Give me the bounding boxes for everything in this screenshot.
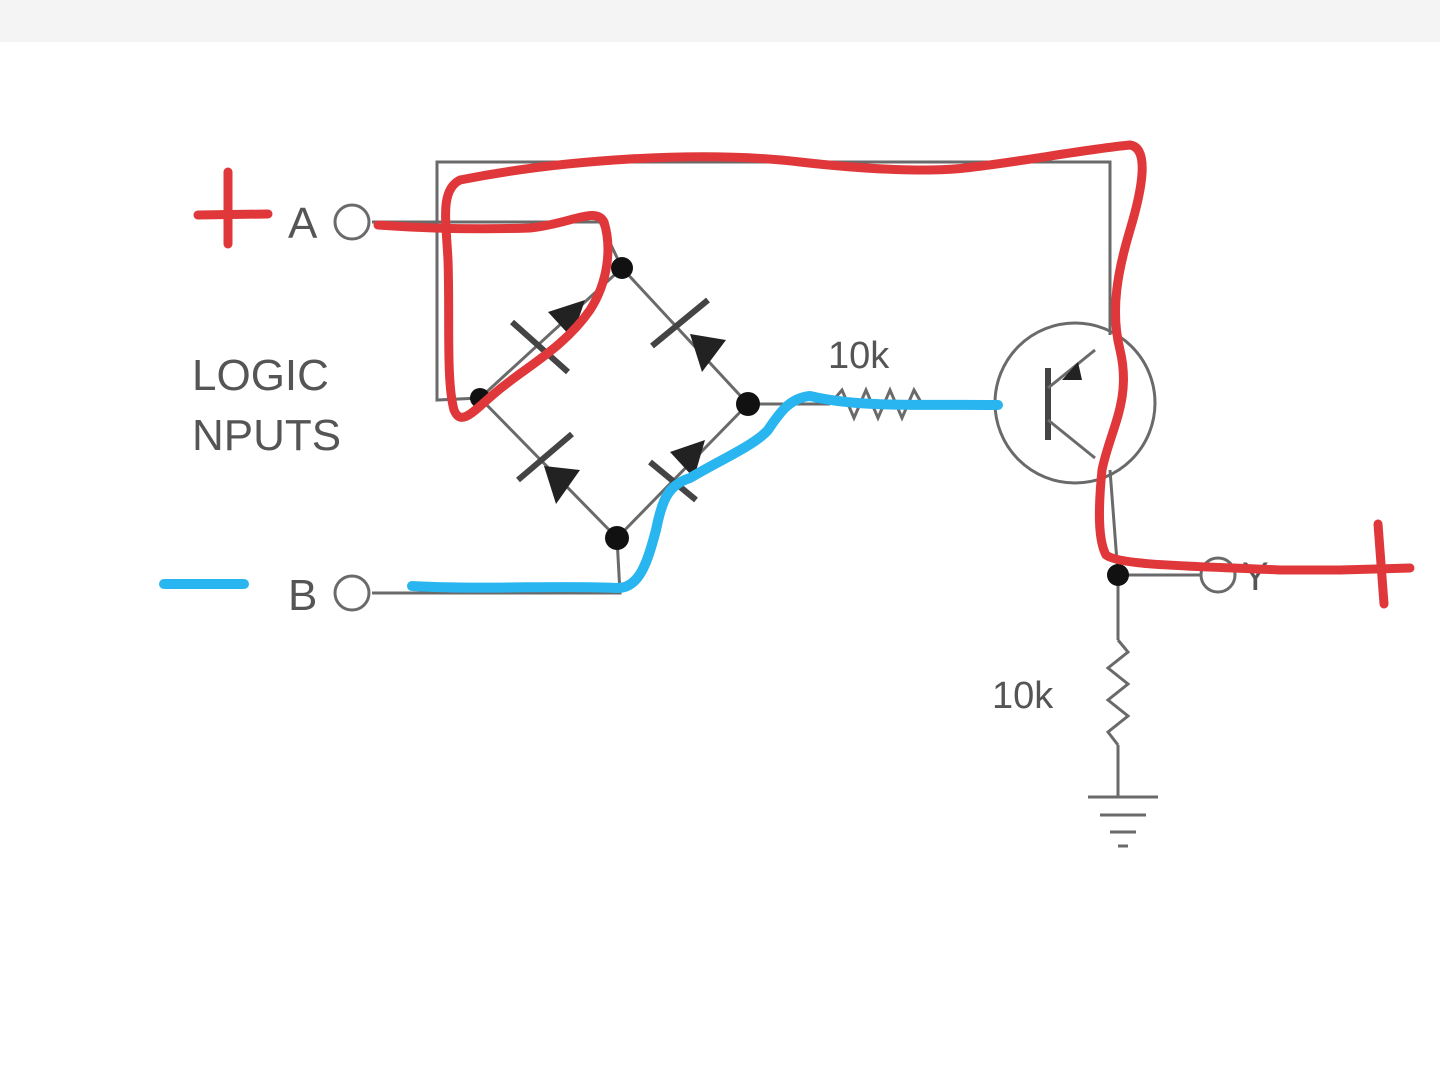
red-current-path <box>373 140 1345 575</box>
label-resistor-base: 10k <box>828 335 890 377</box>
diode-bridge <box>510 297 726 504</box>
schematic-wires <box>372 160 1200 797</box>
label-logic-line2: NPUTS <box>192 411 341 460</box>
top-strip <box>0 0 1440 42</box>
label-logic-line1: LOGIC <box>192 351 329 400</box>
terminal-a <box>333 203 371 241</box>
terminal-y <box>1199 556 1237 594</box>
label-output-y: Y <box>1242 555 1269 599</box>
diode-bottom-left <box>516 431 580 504</box>
ground-symbol <box>1088 795 1158 848</box>
junction-dots <box>470 257 1129 586</box>
label-input-b: B <box>288 571 317 620</box>
blue-current-path <box>407 391 1003 593</box>
diode-top-right <box>650 297 726 372</box>
label-resistor-emitter: 10k <box>992 675 1054 717</box>
plus-annotation-y <box>1335 519 1415 609</box>
diode-bottom-right <box>648 440 705 503</box>
transistor-symbol <box>993 321 1157 485</box>
label-input-a: A <box>288 199 318 248</box>
terminal-b <box>333 574 371 612</box>
plus-annotation-a <box>193 167 273 249</box>
diode-top-left <box>510 300 585 375</box>
